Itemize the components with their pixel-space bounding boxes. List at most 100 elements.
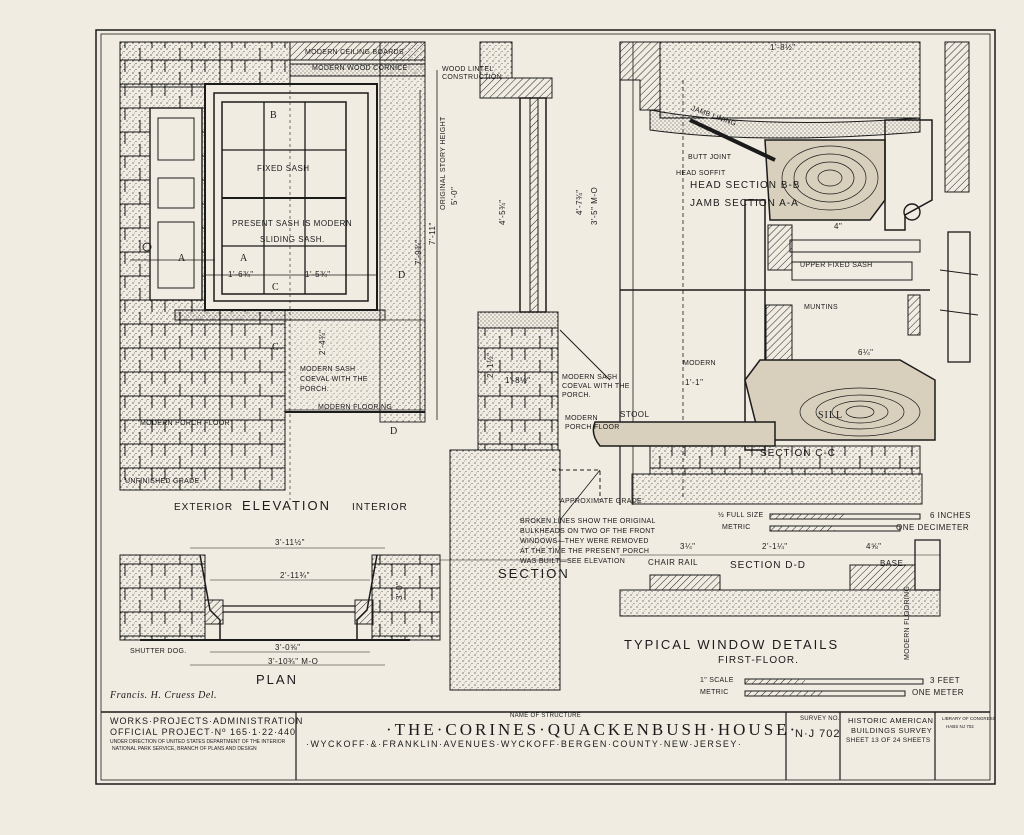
dim-elev-1: 7'-9¾" [414, 239, 423, 265]
dim-elev-4: 4'-5¾" [498, 199, 507, 225]
note-construction: CONSTRUCTION [442, 74, 502, 81]
section-drawing [440, 41, 611, 691]
note-coeval: COEVAL WITH THE [300, 376, 368, 383]
detail-section-dd: SECTION D-D [730, 560, 806, 571]
plan-title: PLAN [256, 672, 298, 687]
note-shutter-dog: SHUTTER DOG. [130, 648, 187, 655]
details-subtitle: FIRST-FLOOR. [718, 655, 799, 666]
dim-elev-11: 2'-1½" [486, 352, 495, 378]
dim-elev-6: 3'-5" M-O [590, 186, 599, 225]
section-note-6: BROKEN LINES SHOW THE ORIGINAL [520, 518, 656, 525]
marker-b: B [270, 110, 278, 121]
elevation-drawing [119, 41, 438, 500]
marker-a-left: A [178, 253, 187, 264]
marker-d-top: D [398, 270, 407, 281]
structure-name: ·THE·CORINES·QUACKENBUSH·HOUSE· [386, 720, 799, 739]
dim-detail-2: 3¼" [680, 542, 696, 551]
structure-caption: NAME OF STRUCTURE [510, 713, 582, 719]
sheet-line: SHEET 13 OF 24 SHEETS [846, 737, 931, 744]
section-note-0: MODERN SASH [562, 374, 618, 381]
note-wood-lintel: WOOD LINTEL [442, 66, 494, 73]
note-original-story-height: ORIGINAL STORY HEIGHT [440, 116, 447, 210]
agency-line-3: UNDER DIRECTION OF UNITED STATES DEPARTM… [110, 739, 286, 745]
detail-head-section: HEAD SECTION B-B [690, 180, 801, 191]
dim-elev-8: 1'-5¾" [305, 270, 331, 279]
dim-plan-0: 3'-11½" [275, 538, 305, 547]
dim-detail-3: 4⅝" [866, 542, 882, 551]
detail-modern: MODERN [683, 360, 716, 367]
detail-head-soffit: HEAD SOFFIT [676, 170, 726, 177]
note-present-sash: PRESENT SASH IS MODERN [232, 219, 353, 228]
marker-d-bottom: D [390, 426, 399, 437]
detail-muntins: MUNTINS [804, 304, 838, 311]
detail-sill: SILL [818, 410, 844, 421]
dim-elev-5: 4'-7¾" [575, 189, 584, 215]
section-note-10: WAS BUILT—SEE ELEVATION [520, 558, 626, 565]
details-drawing [592, 41, 979, 617]
section-note-1: COEVAL WITH THE [562, 383, 630, 390]
delineator: Francis. H. Cruess Del. [110, 690, 218, 701]
dim-detail-5: 4" [834, 222, 843, 231]
scale-detail-metric-end: ONE DECIMETER [896, 523, 970, 532]
elevation-left-label: EXTERIOR [174, 502, 234, 513]
section-note-9: AT THE TIME THE PRESENT PORCH [520, 548, 650, 555]
dim-detail-1: 2'-1¼" [762, 542, 788, 551]
section-note-4: PORCH FLOOR [565, 424, 620, 431]
marker-c-bottom: C [272, 342, 280, 353]
scale-main-metric: METRIC [700, 689, 729, 696]
scale-detail-imperial: ½ FULL SIZE [718, 512, 764, 519]
note-ceiling-boards: MODERN CEILING BOARDS [305, 49, 404, 56]
dim-plan-4: 3'-0" [395, 581, 404, 600]
section-note-2: PORCH. [562, 392, 592, 399]
structure-location: ·WYCKOFF·&·FRANKLIN·AVENUES·WYCKOFF·BERG… [306, 739, 743, 749]
library-stamp-1: LIBRARY OF CONGRESS [942, 716, 996, 721]
dim-elev-3: 5'-0" [450, 186, 459, 205]
dim-detail-0: 1'-8½" [770, 43, 796, 52]
scale-main-imperial-end: 3 FEET [930, 676, 961, 685]
note-fixed-sash: FIXED SASH [257, 164, 310, 173]
note-wood-cornice: MODERN WOOD CORNICE [312, 65, 408, 72]
scale-main-imperial: 1" SCALE [700, 677, 734, 684]
survey-caption: SURVEY NO. [800, 716, 840, 722]
dim-elev-10: 1'-8½" [505, 376, 531, 385]
details-title: TYPICAL WINDOW DETAILS [624, 637, 840, 652]
section-note-3: MODERN [565, 415, 598, 422]
habs-line-2: BUILDINGS SURVEY [851, 726, 933, 735]
note-porch-floor: MODERN PORCH FLOOR [140, 420, 230, 427]
scale-detail-metric: METRIC [722, 524, 751, 531]
dim-elev-7: 1'-6¾" [228, 270, 254, 279]
graphic-scales [744, 513, 924, 697]
detail-modern-flooring: MODERN FLOORING [904, 585, 911, 660]
note-modern-flooring: MODERN FLOORING [318, 404, 393, 411]
dim-plan-2: 3'-0⅝" [275, 643, 301, 652]
library-stamp-2: HABS NJ 702 [946, 724, 974, 729]
detail-stool: STOOL [620, 410, 650, 419]
elevation-right-label: INTERIOR [352, 502, 408, 513]
note-unfinished-grade: UNFINISHED GRADE [125, 478, 200, 485]
dim-plan-3: 3'-10¾" M-O [268, 657, 319, 666]
agency-line-2: OFFICIAL PROJECT·Nº 165·1·22·440 [110, 727, 296, 737]
detail-jamb-section: JAMB SECTION A-A [690, 198, 799, 209]
section-note-7: BULKHEADS ON TWO OF THE FRONT [520, 528, 656, 535]
detail-upper-fixed-sash: UPPER FIXED SASH [800, 262, 873, 269]
detail-base: BASE. [880, 559, 907, 568]
section-note-5: APPROXIMATE GRADE [560, 498, 642, 505]
scale-main-metric-end: ONE METER [912, 688, 965, 697]
dim-plan-1: 2'-11¾" [280, 571, 310, 580]
section-note-8: WINDOWS—THEY WERE REMOVED [520, 538, 649, 545]
elevation-title: ELEVATION [242, 498, 332, 513]
agency-line-1: WORKS·PROJECTS·ADMINISTRATION [110, 716, 304, 726]
habs-line-1: HISTORIC AMERICAN [848, 716, 934, 725]
detail-butt-joint: BUTT JOINT [688, 154, 732, 161]
dim-detail-4: 6¼" [858, 348, 874, 357]
title-block-frame [101, 711, 990, 780]
survey-number: N·J 702 [795, 728, 841, 740]
dim-elev-9: 2'-4¾" [318, 329, 327, 355]
dim-elev-2: 7'-11" [428, 222, 437, 245]
note-modern-sash: MODERN SASH [300, 366, 356, 373]
detail-section-cc: SECTION C-C [760, 448, 836, 459]
detail-chair-rail: CHAIR RAIL [648, 558, 698, 567]
marker-a-right: A [240, 253, 249, 264]
